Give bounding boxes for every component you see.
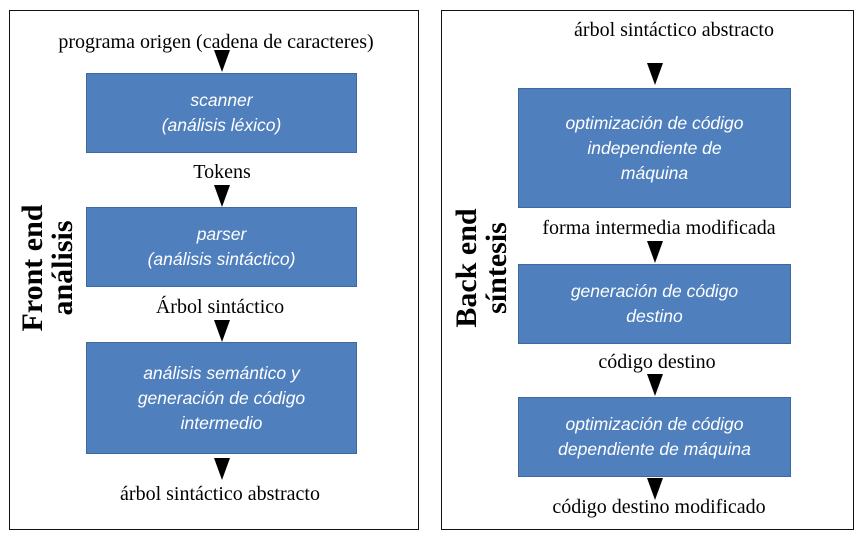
machine-independent-optimization-box: optimización de código independiente de … [518,88,791,208]
front-end-title-line2: análisis [46,220,79,316]
semantic-analysis-box-label: análisis semántico y generación de códig… [137,362,306,433]
arrow-down-icon [647,63,663,85]
codigo-destino-label: código destino [598,351,716,373]
front-input-label: programa origen (cadena de caracteres) [58,31,374,53]
arbol-sintactico-label: Árbol sintáctico [155,296,285,318]
semantic-analysis-box: análisis semántico y generación de códig… [86,342,357,454]
arrow-down-icon [647,374,663,396]
arrow-down-icon [214,320,230,342]
back-end-title-line2: síntesis [480,222,513,314]
back-end-title: Back end síntesis [450,208,513,328]
machine-independent-optimization-label: optimización de código independiente de … [565,112,744,183]
arrow-down-icon [214,50,230,72]
arrow-down-icon [214,185,230,207]
front-output-label: árbol sintáctico abstracto [120,483,320,505]
back-output-label: código destino modificado [552,496,766,518]
parser-box: parser (análisis sintáctico) [86,207,357,287]
front-end-title-line1: Front end [16,204,49,332]
tokens-label: Tokens [193,161,251,183]
machine-dependent-optimization-box: optimización de código dependiente de má… [518,397,791,477]
arrow-down-icon [214,458,230,480]
parser-box-label: parser (análisis sintáctico) [147,224,296,269]
back-input-label: árbol sintáctico abstracto [574,19,774,41]
code-generation-box-label: generación de código destino [570,281,739,326]
code-generation-box: generación de código destino [518,264,791,344]
forma-intermedia-label: forma intermedia modificada [542,217,776,239]
scanner-box: scanner (análisis léxico) [86,73,357,153]
arrow-down-icon [647,478,663,500]
front-end-title: Front end análisis [16,204,79,332]
arrow-down-icon [647,241,663,263]
machine-dependent-optimization-label: optimización de código dependiente de má… [558,414,751,459]
back-end-title-line1: Back end [450,208,483,328]
scanner-box-label: scanner (análisis léxico) [161,90,282,135]
